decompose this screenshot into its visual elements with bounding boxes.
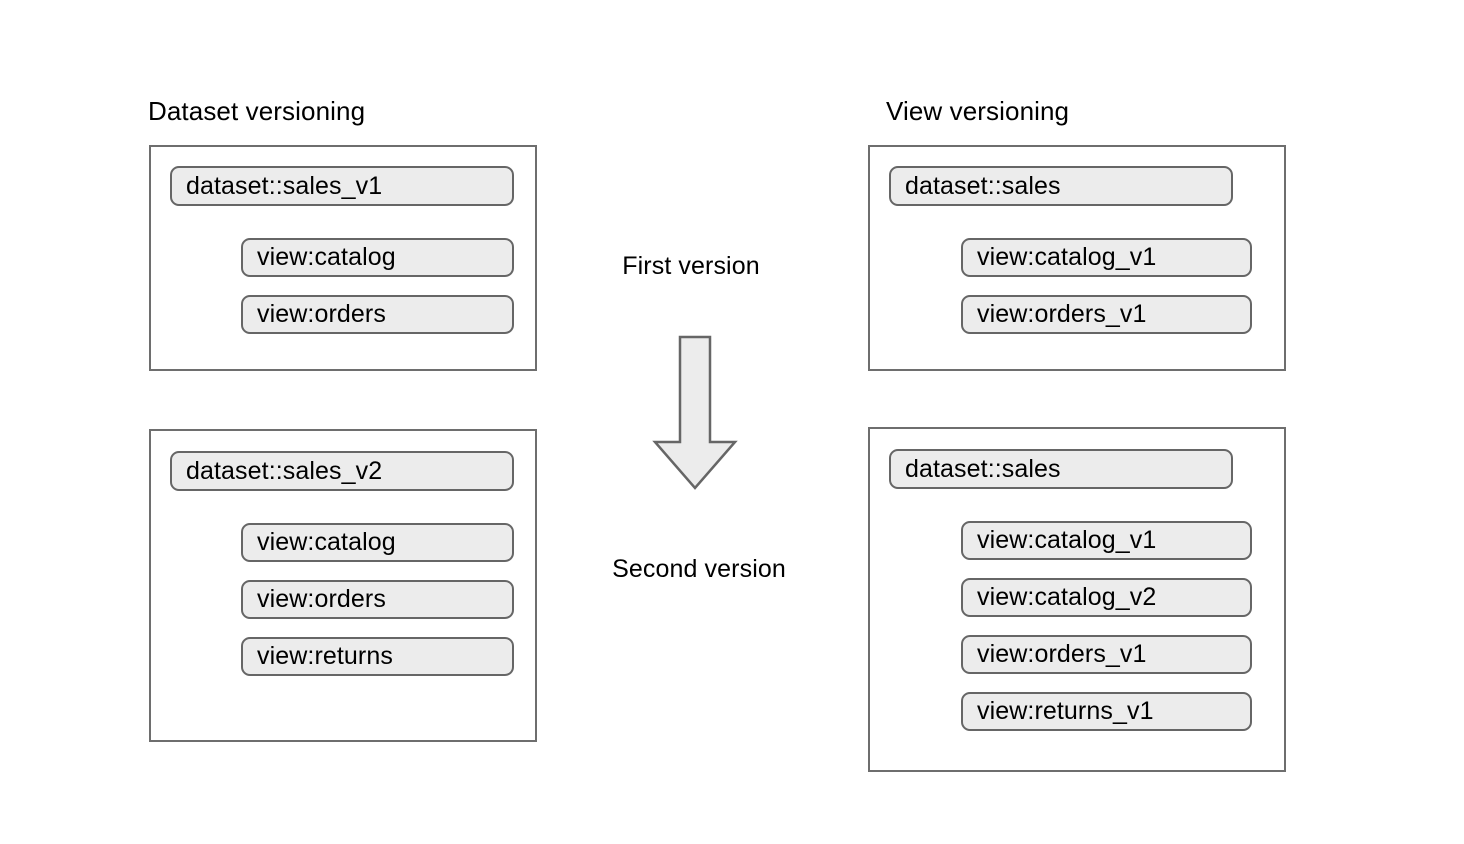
dataset-versioning-v1-group: dataset::sales_v1 view:catalog view:orde… — [149, 145, 537, 371]
stage-label-first-version: First version — [622, 252, 760, 280]
stage-label-second-version: Second version — [612, 555, 786, 583]
view-pill[interactable]: view:returns_v1 — [961, 692, 1252, 731]
view-pill[interactable]: view:orders — [241, 580, 514, 619]
view-pill[interactable]: view:returns — [241, 637, 514, 676]
view-pill[interactable]: view:catalog — [241, 523, 514, 562]
view-pill[interactable]: view:catalog_v2 — [961, 578, 1252, 617]
page-title-dataset-versioning: Dataset versioning — [148, 96, 366, 126]
view-versioning-v2-group: dataset::sales view:catalog_v1 view:cata… — [868, 427, 1286, 772]
view-pill[interactable]: view:catalog_v1 — [961, 521, 1252, 560]
view-pill[interactable]: view:orders_v1 — [961, 635, 1252, 674]
dataset-pill[interactable]: dataset::sales_v1 — [170, 166, 514, 206]
view-pill[interactable]: view:orders_v1 — [961, 295, 1252, 334]
dataset-pill[interactable]: dataset::sales — [889, 166, 1233, 206]
dataset-pill[interactable]: dataset::sales_v2 — [170, 451, 514, 491]
view-versioning-v1-group: dataset::sales view:catalog_v1 view:orde… — [868, 145, 1286, 371]
down-arrow-icon — [652, 334, 738, 492]
view-pill[interactable]: view:orders — [241, 295, 514, 334]
page-title-view-versioning: View versioning — [886, 96, 1070, 126]
dataset-pill[interactable]: dataset::sales — [889, 449, 1233, 489]
dataset-versioning-v2-group: dataset::sales_v2 view:catalog view:orde… — [149, 429, 537, 742]
view-pill[interactable]: view:catalog — [241, 238, 514, 277]
view-pill[interactable]: view:catalog_v1 — [961, 238, 1252, 277]
